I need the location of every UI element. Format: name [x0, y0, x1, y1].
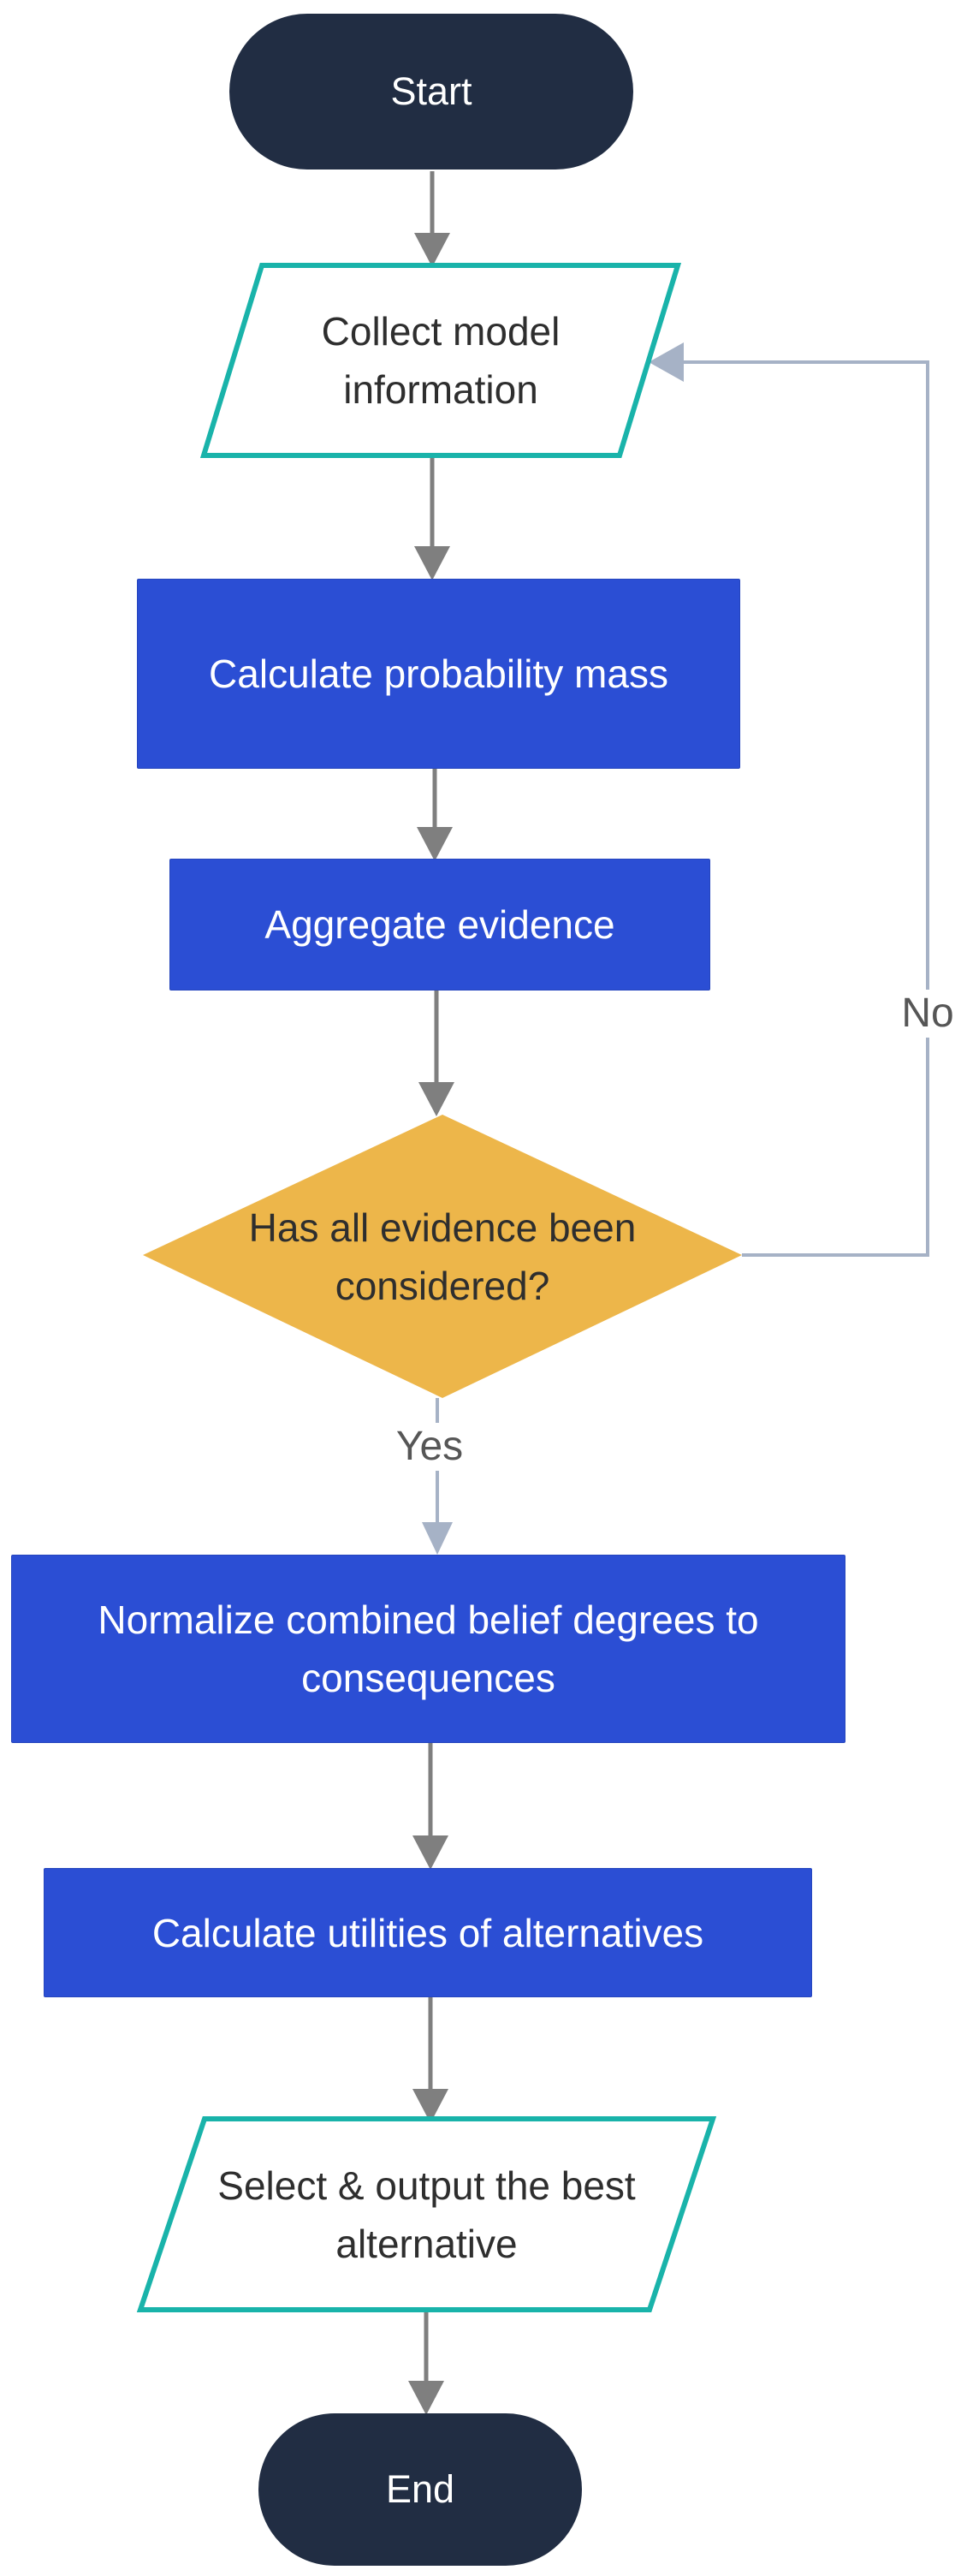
node-probability: Calculate probability mass	[137, 579, 740, 769]
arrowhead-decision-normalize	[422, 1522, 453, 1555]
arrowhead-aggregate-decision	[418, 1082, 454, 1116]
arrowhead-utilities-select	[412, 2089, 448, 2123]
arrowhead-no-loop-collect	[649, 342, 684, 382]
arrowhead-collect-probability	[414, 546, 450, 580]
node-collect-line1: Collect model	[321, 309, 561, 354]
node-select-shape	[136, 2116, 717, 2312]
edge-decision-collect-no-loop	[684, 360, 929, 1257]
node-aggregate: Aggregate evidence	[169, 859, 710, 991]
node-select-line1: Select & output the best	[217, 2163, 636, 2208]
arrowhead-select-end	[408, 2381, 444, 2415]
edge-label-yes: Yes	[377, 1423, 483, 1471]
node-utilities: Calculate utilities of alternatives	[44, 1868, 812, 1997]
node-select-line2: alternative	[335, 2221, 518, 2266]
arrowhead-normalize-utilities	[412, 1835, 448, 1870]
node-normalize: Normalize combined belief degrees to con…	[11, 1555, 845, 1743]
node-start-label: Start	[390, 69, 472, 113]
node-normalize-line1: Normalize combined belief degrees to	[98, 1597, 759, 1642]
node-aggregate-label: Aggregate evidence	[264, 902, 615, 947]
node-end: End	[258, 2413, 582, 2566]
edge-label-no: No	[875, 990, 967, 1038]
node-collect-label: Collect model information	[204, 265, 678, 455]
node-decision-shape	[143, 1115, 742, 1398]
arrowhead-start-collect	[414, 233, 450, 267]
node-collect-line2: information	[343, 367, 538, 412]
node-collect-shape	[199, 263, 682, 458]
node-start: Start	[229, 14, 633, 170]
node-select-label: Select & output the best alternative	[140, 2119, 713, 2310]
node-decision-label: Has all evidence been considered?	[143, 1115, 742, 1398]
node-decision-line1: Has all evidence been	[248, 1205, 637, 1250]
node-normalize-line2: consequences	[301, 1656, 555, 1700]
node-end-label: End	[385, 2467, 455, 2511]
arrowhead-probability-aggregate	[417, 827, 453, 861]
node-decision-line2: considered?	[335, 1263, 550, 1308]
node-probability-label: Calculate probability mass	[209, 651, 668, 696]
node-utilities-label: Calculate utilities of alternatives	[151, 1910, 704, 1955]
